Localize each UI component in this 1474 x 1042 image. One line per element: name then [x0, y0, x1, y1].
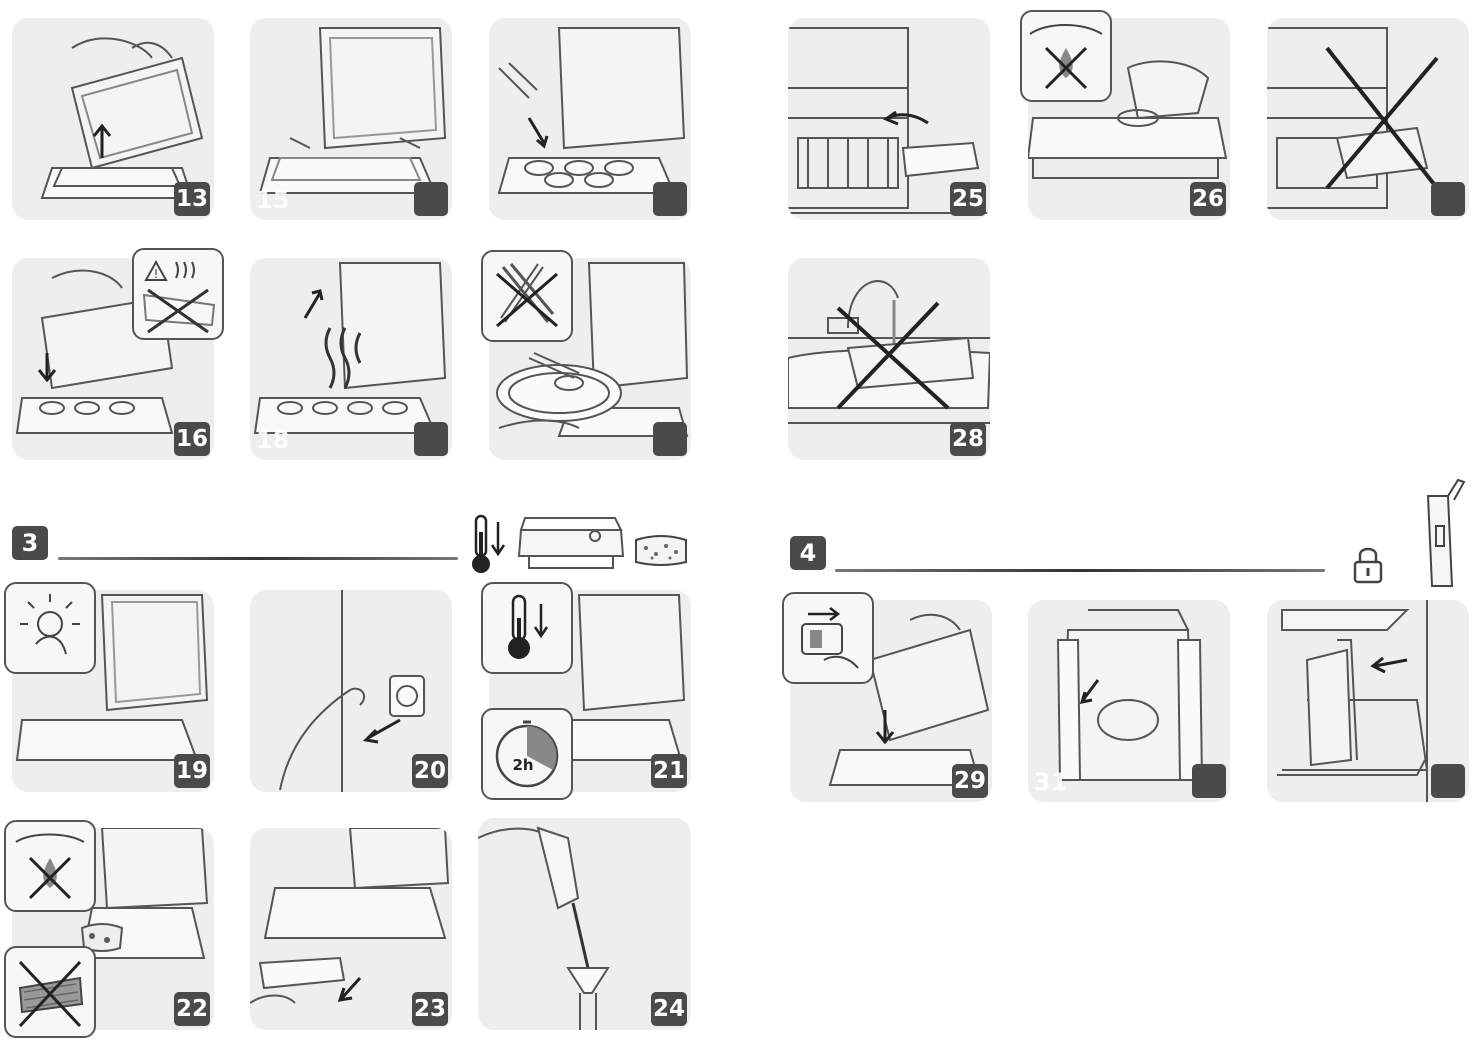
no-water-drop-icon [15, 833, 85, 900]
step-number-badge [1431, 764, 1465, 798]
closed-grill-icon [517, 517, 625, 569]
no-knife-fork-icon [496, 263, 558, 328]
wipe-exterior-illustration [1028, 60, 1228, 179]
step-number-badge [1192, 764, 1226, 798]
grill-open-lift-illustration [40, 37, 204, 199]
section-badge-4: 4 [790, 536, 826, 570]
no-grill-in-dishwasher-illustration [1267, 27, 1439, 209]
panel-20: 20 [250, 590, 452, 792]
ghost-step-number: 15 [256, 186, 290, 214]
lock-slider-icon [801, 607, 859, 669]
grill-cool-down-illustration [549, 594, 686, 761]
store-upright-shelf-illustration [1277, 600, 1429, 802]
timer-label: 2h [512, 756, 533, 774]
svg-text:!: ! [154, 267, 159, 281]
step-number-badge: 25 [949, 182, 986, 216]
no-abrasive-inset [4, 946, 96, 1038]
thermometer-cooldown-icon [472, 514, 506, 573]
panel-store-upright [1267, 600, 1469, 802]
lock-icon [1353, 547, 1383, 584]
panel-13: 13 [12, 18, 214, 220]
remove-drip-tray-illustration [250, 828, 450, 1004]
panel-no-dishwasher [1267, 18, 1469, 220]
panel-31: 31 [1028, 600, 1230, 802]
no-water-inset [4, 820, 96, 912]
step-number-badge [653, 182, 687, 216]
panel-18: 18 [250, 258, 452, 460]
section-divider-4 [835, 569, 1325, 572]
timer-icon: 2h [495, 720, 559, 788]
ghost-step-number: 18 [256, 426, 290, 454]
panel-24: 24 [478, 818, 691, 1030]
no-water-inset [1020, 10, 1112, 102]
no-scouring-pad-icon [18, 960, 84, 1028]
step-number-badge: 21 [650, 754, 687, 788]
step-number-badge: 29 [951, 764, 988, 798]
no-water-drop-icon [1029, 24, 1103, 90]
power-light-inset [4, 582, 96, 674]
panel-15: 15 [250, 18, 452, 220]
step-number-badge: 16 [173, 422, 210, 456]
ghost-step-number: 31 [1034, 768, 1068, 796]
cord-storage-illustration [1056, 609, 1204, 781]
sponge-icon [635, 535, 687, 566]
step-number-badge: 13 [173, 182, 210, 216]
section-badge-3: 3 [12, 526, 48, 560]
grill-close-lock-illustration [828, 613, 990, 786]
panel-23: 23 [250, 828, 452, 1030]
panel-place-food [489, 18, 691, 220]
lock-slider-inset [782, 592, 874, 684]
pour-grease-funnel-illustration [478, 826, 610, 1030]
grill-upright-storage-icon [1426, 478, 1466, 587]
step-number-badge: 28 [949, 422, 986, 456]
unplug-socket-illustration [279, 590, 425, 792]
cooldown-inset [481, 582, 573, 674]
step-number-badge: 26 [1189, 182, 1226, 216]
step-number-badge: 23 [411, 992, 448, 1026]
warning-no-hand-icon: ! [142, 259, 216, 334]
section-divider-3 [58, 557, 458, 560]
indicator-light-icon [20, 594, 80, 655]
no-immersion-under-tap-illustration [788, 280, 990, 424]
step-number-badge [1431, 182, 1465, 216]
step-number-badge [414, 182, 448, 216]
step-number-badge: 19 [173, 754, 210, 788]
step-number-badge: 22 [173, 992, 210, 1026]
timer-inset: 2h [481, 708, 573, 800]
panel-26: 26 [1028, 18, 1230, 220]
no-metal-utensils-inset [481, 250, 573, 342]
drip-tray-dishwasher-illustration [788, 27, 990, 214]
step-number-badge [653, 422, 687, 456]
step-number-badge [414, 422, 448, 456]
thermometer-down-icon [508, 594, 549, 659]
grill-wipe-sponge-illustration [80, 828, 209, 959]
step-number-badge: 24 [650, 992, 687, 1026]
panel-29: 29 [790, 600, 992, 802]
grill-serve-plate-illustration [496, 262, 689, 437]
step-number-badge: 20 [411, 754, 448, 788]
panel-28: 28 [788, 258, 990, 460]
panel-25: 25 [788, 18, 990, 220]
warning-inset: ! [132, 248, 224, 340]
